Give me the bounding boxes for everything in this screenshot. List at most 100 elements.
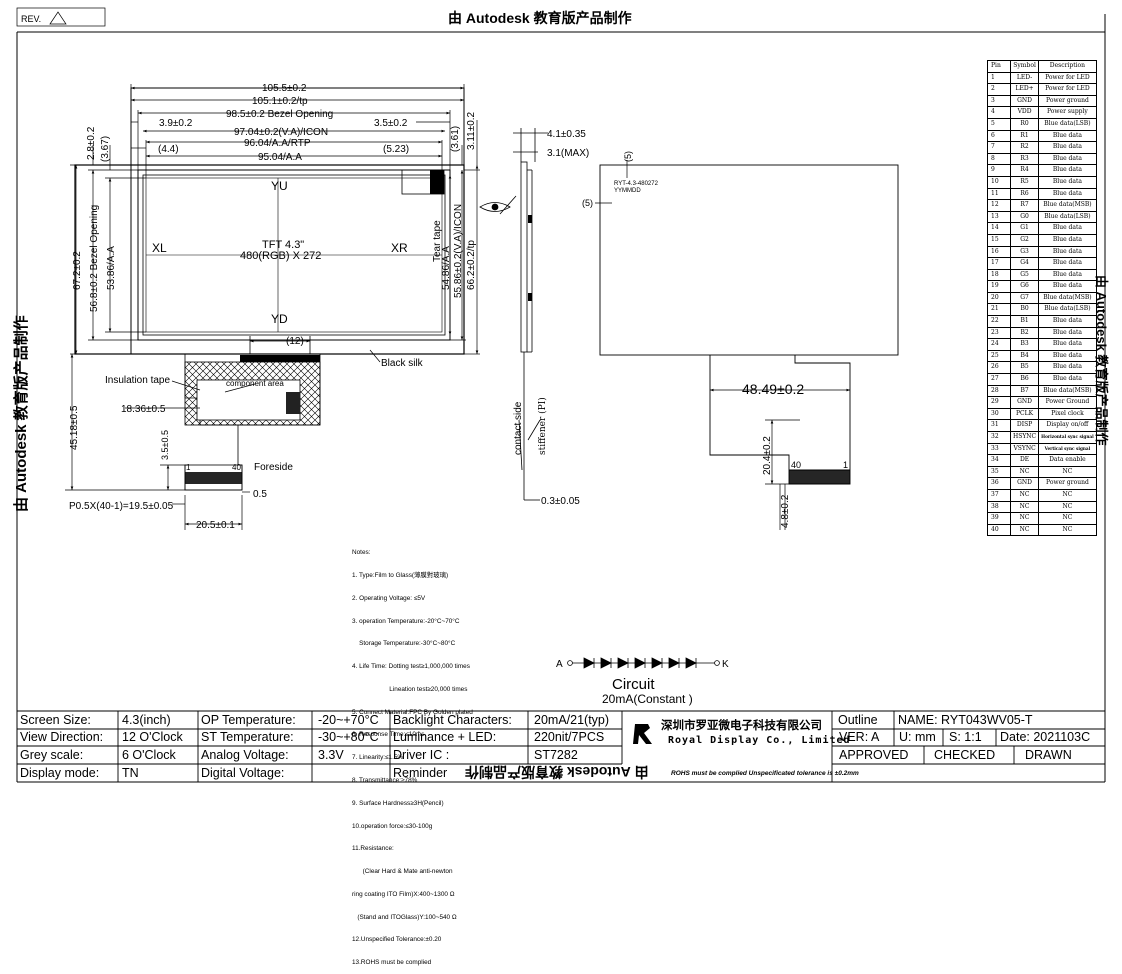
pin-symbol: NC (1009, 488, 1040, 502)
pin-description: NC (1038, 523, 1097, 537)
analog-voltage-label: Analog Voltage: (201, 748, 289, 762)
note-line: ring coating ITO Film)X:400~1300 Ω (352, 890, 455, 898)
pin-symbol: B1 (1009, 315, 1040, 328)
side-part-1 (528, 215, 532, 223)
display-mode-label: Display mode: (20, 766, 100, 780)
pin-number: 34 (987, 454, 1011, 467)
circuit-cathode: K (722, 659, 729, 670)
dim-right-offset: 3.5±0.2 (374, 118, 408, 129)
dim-va-h: 55.86±0.2(V.A)/ICON (453, 204, 464, 298)
pin-number: 11 (987, 187, 1011, 201)
dim-03: 0.3±0.05 (541, 496, 580, 507)
pin-description: NC (1038, 465, 1097, 479)
circuit-anode: A (556, 659, 563, 670)
pin-description: Power ground (1038, 94, 1097, 108)
fpc-pin-1: 1 (186, 463, 191, 472)
pin-description: Blue data (1038, 245, 1097, 259)
note-line: 13.ROHS must be complied (352, 959, 432, 967)
pin-symbol: G4 (1009, 257, 1040, 270)
pin-number: 8 (987, 152, 1011, 166)
pin-description: Power supply (1038, 106, 1097, 119)
dim-204: 20.4±0.2 (762, 436, 773, 475)
pin-description: Blue data (1038, 361, 1097, 375)
back-finger-area (789, 470, 850, 484)
pin-number: 5 (987, 117, 1011, 131)
analog-voltage-value: 3.3V (318, 748, 344, 762)
pin-symbol: GND (1009, 94, 1040, 108)
pin-description: Power Ground (1038, 396, 1097, 409)
dim-35: 3.5±0.5 (160, 430, 170, 460)
component-area-label: component area (226, 379, 284, 388)
approved-label: APPROVED (839, 748, 909, 762)
pin-number: 29 (987, 396, 1011, 409)
note-line: 5. Connect Material:FPC By Golden plated (352, 708, 473, 716)
pin-description: Blue data(MSB) (1038, 199, 1097, 212)
pin-description: Vertical sync signal (1038, 442, 1097, 456)
front-left-dim-text: 2.8±0.2 (3.67) 67.2±0.2 56.8±0.2 Bezel O… (72, 126, 117, 312)
st-temp-label: ST Temperature: (201, 730, 294, 744)
pin-symbol: R3 (1009, 152, 1040, 166)
pin-number: 7 (987, 141, 1011, 154)
label-xl: XL (152, 241, 167, 255)
company-name-cn: 深圳市罗亚微电子科技有限公司 (661, 718, 822, 732)
note-line: 10.operation force:≤30-100g (352, 822, 433, 830)
pin-symbol: PCLK (1009, 407, 1040, 421)
pin-symbol: VSYNC (1009, 442, 1040, 456)
pin-description: Power ground (1038, 477, 1097, 490)
pin-symbol: HSYNC (1009, 431, 1040, 444)
drawn-label: DRAWN (1025, 748, 1072, 762)
pin-number: 16 (987, 245, 1011, 259)
watermark-bottom: 由 Autodesk 教育版产品制作 (465, 764, 649, 780)
pin-number: 17 (987, 257, 1011, 270)
note-line: Lineation test≥20,000 times (352, 685, 468, 693)
pin-symbol: NC (1009, 465, 1040, 479)
pin-symbol: R0 (1009, 117, 1040, 131)
pin-number: 18 (987, 268, 1011, 282)
pin-description: Blue data (1038, 257, 1097, 270)
part-name: NAME: RYT043WV05-T (898, 713, 1033, 727)
pin-number: 12 (987, 199, 1011, 212)
pin-number: 3 (987, 94, 1011, 108)
pin-number: 30 (987, 407, 1011, 421)
driver-ic-value: ST7282 (534, 748, 578, 762)
view-direction-value: 12 O'Clock (122, 730, 183, 744)
version: VER: A (839, 730, 880, 744)
screen-size-value: 4.3(inch) (122, 713, 171, 727)
circuit-current: 20mA(Constant ) (602, 692, 693, 706)
dim-41: 4.1±0.35 (547, 129, 586, 140)
pin-description: Blue data (1038, 233, 1097, 247)
back-pin-40: 40 (791, 460, 801, 470)
scale: S: 1:1 (949, 730, 982, 744)
pin-description: Blue data (1038, 268, 1097, 282)
note-line: 7. Linearity:≤1.5% (352, 754, 404, 762)
pin-symbol: G6 (1009, 280, 1040, 293)
dim-31: 3.1(MAX) (547, 148, 589, 159)
fpc-pin-40: 40 (232, 463, 241, 472)
rev-label: REV. (21, 14, 41, 24)
pin-description: Display on/off (1038, 419, 1097, 432)
header-symbol: Symbol (1009, 60, 1040, 73)
pin-description: Horizontal sync signal (1038, 431, 1097, 444)
pin-number: 40 (987, 523, 1011, 537)
pin-symbol: G3 (1009, 245, 1040, 259)
note-line: 6. Response Time:≤10ms (352, 731, 425, 739)
label-xr: XR (391, 241, 408, 255)
pin-description: Data enable (1038, 454, 1097, 467)
luminance-value: 220nit/7PCS (534, 730, 605, 744)
pin-number: 22 (987, 315, 1011, 328)
dim-aa-h: 53.86/A.A (106, 246, 117, 290)
back-dim-5-left: (5) (582, 198, 593, 208)
tft-line1: TFT 4.3" (262, 239, 304, 251)
pin-symbol: NC (1009, 523, 1040, 537)
